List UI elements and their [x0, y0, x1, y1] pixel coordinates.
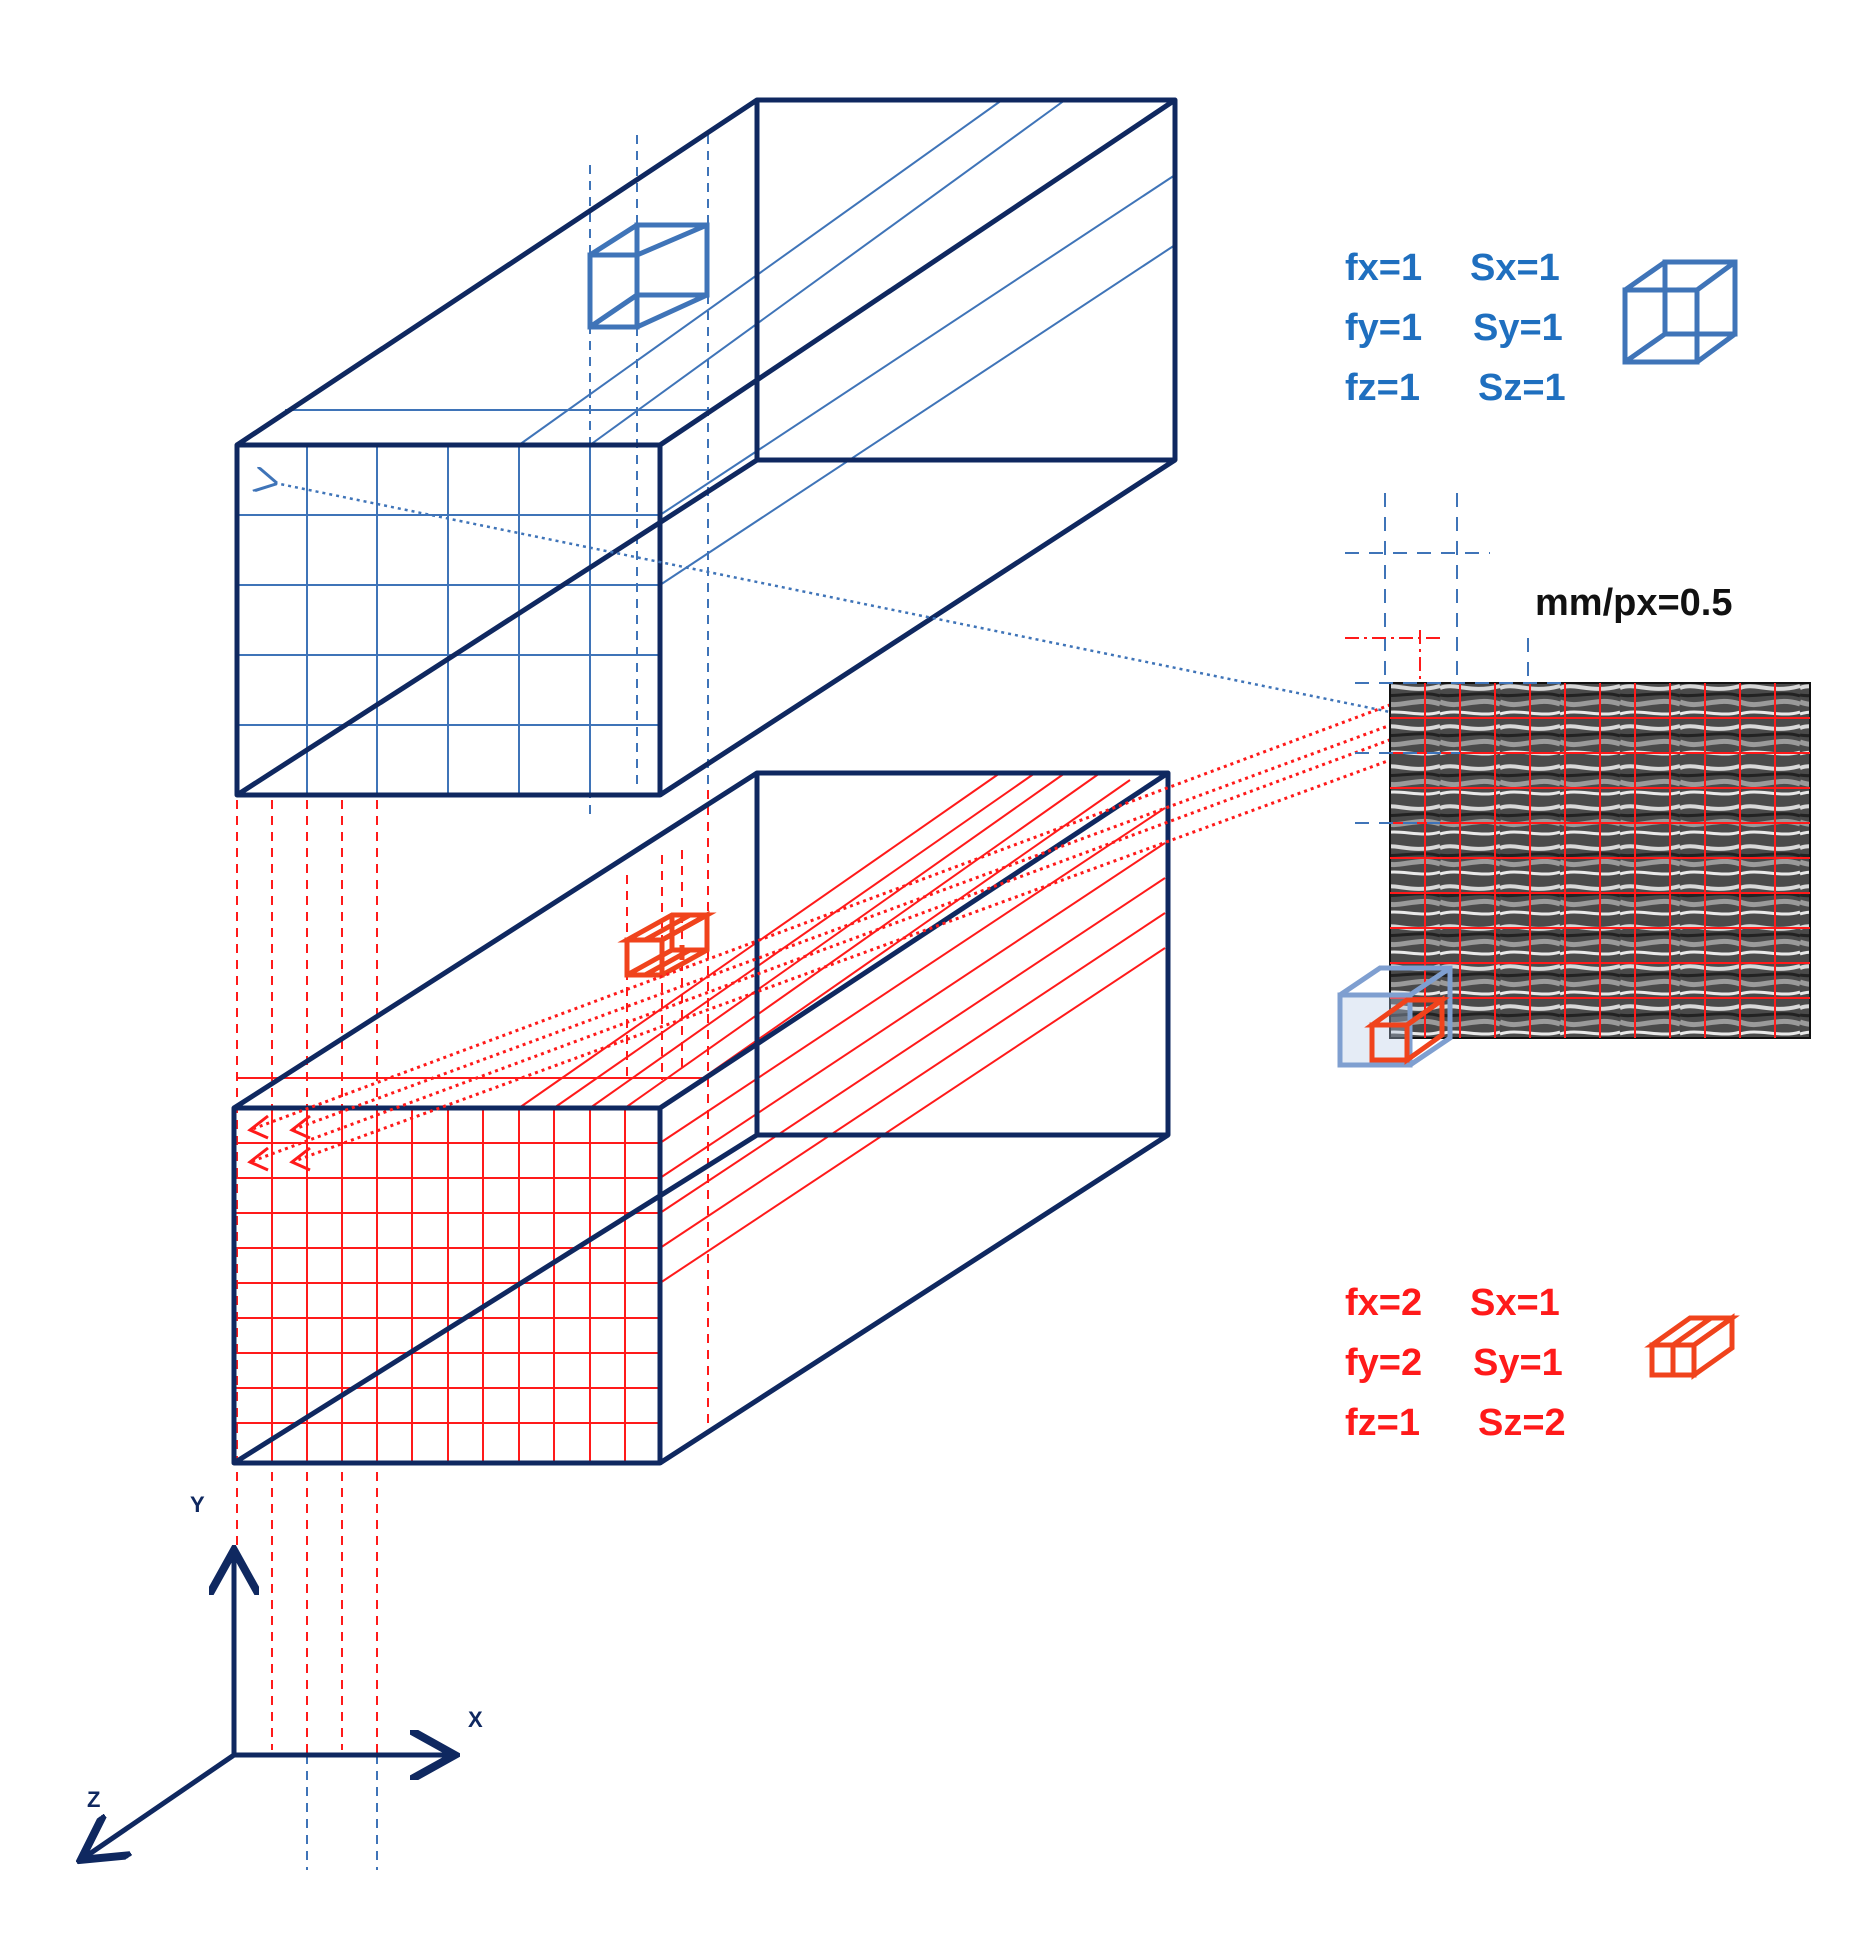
- legend-scaled-voxel-icon: [1644, 1313, 1740, 1380]
- image-red-guides: [1345, 630, 1440, 683]
- image-blue-guides: [1345, 493, 1565, 824]
- legend-sy: Sy=1: [1473, 307, 1563, 349]
- bottom-volume-blue-guides: [306, 1755, 378, 1870]
- legend-fx-scaled: fx=2: [1345, 1282, 1422, 1324]
- legend-sy-scaled: Sy=1: [1473, 1342, 1563, 1384]
- top-volume-outline: [234, 97, 1178, 798]
- bottom-volume-grid: [234, 772, 1166, 1463]
- axis-y-label: Y: [190, 1492, 205, 1517]
- legend-scaled-voxel: fx=2 Sx=1 fy=2 Sy=1 fz=1 Sz=2: [1345, 1282, 1566, 1444]
- legend-sz: Sz=1: [1478, 367, 1566, 409]
- bottom-volume-outline: [231, 770, 1171, 1466]
- red-arrow-heads: [247, 1114, 311, 1172]
- axis-x-label: X: [468, 1707, 483, 1732]
- legend-fy-scaled: fy=2: [1345, 1342, 1422, 1384]
- legend-fy: fy=1: [1345, 307, 1422, 349]
- image-overlay-voxel-icons: [1337, 965, 1453, 1068]
- top-volume-grid: [237, 99, 1176, 795]
- unit-voxel-cube-icon: [587, 222, 710, 330]
- red-projection-arrows: [249, 688, 1446, 1164]
- axis-z-label: Z: [87, 1787, 100, 1812]
- bottom-volume: [231, 770, 1171, 1870]
- legend-fx: fx=1: [1345, 247, 1422, 289]
- top-volume-dashed-guides: [589, 135, 709, 820]
- ultrasound-image: [1337, 493, 1811, 1068]
- legend-unit-voxel: fx=1 Sx=1 fy=1 Sy=1 fz=1 Sz=1: [1345, 247, 1566, 409]
- legend-sz-scaled: Sz=2: [1478, 1402, 1566, 1444]
- scaled-voxel-icon: [617, 910, 717, 980]
- blue-projection-arrow: [275, 483, 1396, 715]
- legend-sx: Sx=1: [1470, 247, 1560, 289]
- coordinate-axes: [85, 1555, 450, 1857]
- resolution-label: mm/px=0.5: [1535, 582, 1733, 624]
- legend-sx-scaled: Sx=1: [1470, 1282, 1560, 1324]
- legend-fz-scaled: fz=1: [1345, 1402, 1420, 1444]
- legend-unit-cube-icon: [1622, 259, 1738, 365]
- legend-fz: fz=1: [1345, 367, 1420, 409]
- top-volume: [234, 97, 1178, 820]
